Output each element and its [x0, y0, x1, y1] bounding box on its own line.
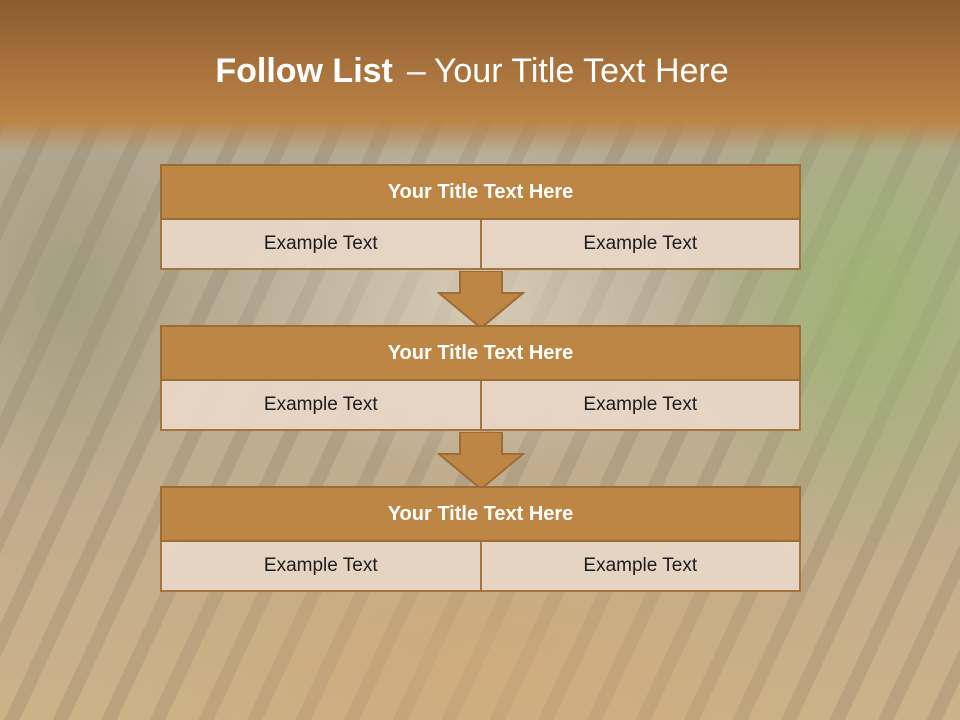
block-right-text: Example Text — [481, 220, 801, 270]
block-right-text: Example Text — [481, 542, 801, 592]
slide-title: Follow List–Your Title Text Here — [0, 52, 944, 91]
header-band — [0, 0, 960, 150]
list-block-2: Your Title Text Here Example Text Exampl… — [160, 325, 801, 431]
title-separator: – — [406, 52, 426, 90]
title-rest: Your Title Text Here — [433, 52, 729, 90]
down-arrow-icon — [437, 271, 525, 329]
block-right-text: Example Text — [481, 381, 801, 431]
title-bold-part: Follow List — [215, 52, 393, 90]
block-title: Your Title Text Here — [160, 164, 801, 220]
list-block-3: Your Title Text Here Example Text Exampl… — [160, 486, 801, 592]
down-arrow-icon — [437, 432, 525, 490]
list-block-1: Your Title Text Here Example Text Exampl… — [160, 164, 801, 270]
block-title: Your Title Text Here — [160, 325, 801, 381]
block-left-text: Example Text — [160, 220, 482, 270]
block-title: Your Title Text Here — [160, 486, 801, 542]
block-left-text: Example Text — [160, 381, 482, 431]
block-left-text: Example Text — [160, 542, 482, 592]
block-row: Example Text Example Text — [160, 381, 801, 431]
block-row: Example Text Example Text — [160, 542, 801, 592]
block-row: Example Text Example Text — [160, 220, 801, 270]
